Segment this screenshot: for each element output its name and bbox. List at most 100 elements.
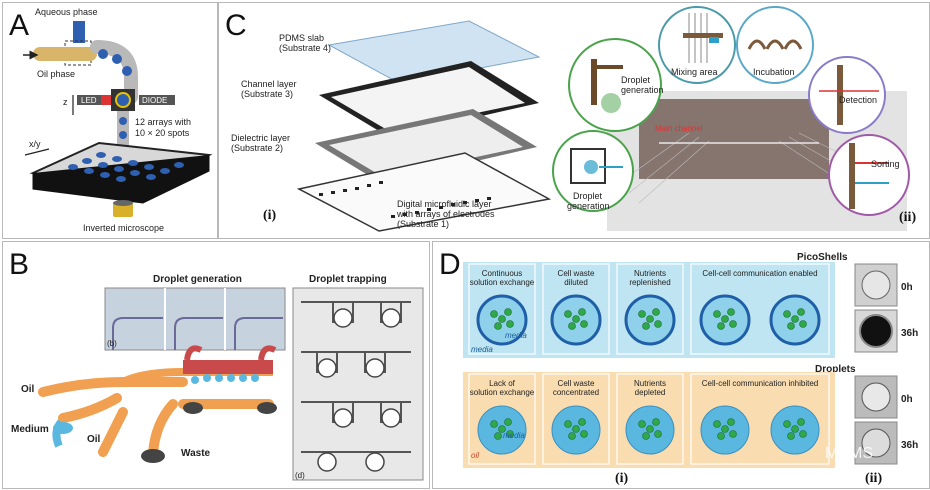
droplet-gen-label-4: generation <box>567 201 610 211</box>
cell <box>506 320 514 328</box>
cell <box>642 322 650 330</box>
condition-card <box>690 263 830 355</box>
condition-title-line1: Cell waste <box>558 379 595 388</box>
cell <box>578 418 586 426</box>
zoom-detection <box>808 56 886 134</box>
condition-card <box>690 373 830 465</box>
cell <box>791 425 799 433</box>
picoshells-title: PicoShells <box>797 252 848 263</box>
mixing-area-label: Mixing area <box>671 67 718 77</box>
condition-card <box>468 373 536 465</box>
cell <box>580 320 588 328</box>
panel-b-figure: B Droplet generation Droplet trapping (b… <box>9 248 424 481</box>
cell <box>638 310 646 318</box>
zoom-sorting <box>828 134 910 216</box>
condition-card <box>542 263 610 355</box>
incubation-label: Incubation <box>753 67 795 77</box>
junction-box <box>64 40 92 66</box>
detection-label: Detection <box>839 95 877 105</box>
xy-label: x/y <box>29 139 41 149</box>
cell <box>568 322 576 330</box>
condition-card <box>616 373 684 465</box>
cell <box>490 420 498 428</box>
droplet-generation-title: Droplet generation <box>153 274 242 285</box>
cell <box>727 308 735 316</box>
panel-d-letter: D <box>439 248 461 281</box>
subfig-d-label: (d) <box>295 471 305 480</box>
cell <box>721 425 729 433</box>
panel-a: A Aqueous phase Oil phase LED DIODE z 12… <box>2 2 218 239</box>
cell <box>654 430 662 438</box>
channel-label-2: (Substrate 3) <box>241 89 293 99</box>
media-droplet-label: media <box>503 431 525 440</box>
condition-title-line2: solution exchange <box>470 388 535 397</box>
watermark-text: MEMS <box>825 445 873 462</box>
cell <box>717 432 725 440</box>
sorting-label: Sorting <box>871 159 900 169</box>
droplet-gen-label-3: Droplet <box>573 191 603 201</box>
condition-title-line1: Continuous <box>482 269 522 278</box>
cell <box>494 322 502 330</box>
oil-tube <box>33 47 97 61</box>
condition-title-line1: Nutrients <box>634 269 666 278</box>
cell <box>799 320 807 328</box>
oil-label-1: Oil <box>21 384 35 395</box>
dielectric-label-1: Dielectric layer <box>231 133 290 143</box>
objective <box>113 203 133 217</box>
media-outside-label: media <box>471 345 493 354</box>
cell <box>498 425 506 433</box>
cell <box>721 315 729 323</box>
pdms-slab <box>327 20 541 84</box>
condition-card <box>542 373 610 465</box>
channel-label-1: Channel layer <box>241 79 297 89</box>
cell <box>642 432 650 440</box>
electrode-dots <box>319 181 491 218</box>
cell <box>578 308 586 316</box>
cell <box>646 315 654 323</box>
cell <box>564 310 572 318</box>
cell <box>572 425 580 433</box>
cell <box>490 310 498 318</box>
cell <box>783 310 791 318</box>
cell <box>572 315 580 323</box>
arrays-label-2: 10 × 20 spots <box>135 128 190 138</box>
cell <box>791 315 799 323</box>
orange-chip <box>38 345 277 463</box>
cell <box>568 432 576 440</box>
time-36h-b: 36h <box>901 440 918 451</box>
cell <box>580 430 588 438</box>
cell <box>799 430 807 438</box>
condition-title-line1: Cell-cell communication enabled <box>702 269 817 278</box>
panel-d-figure: D PicoShells Droplets Continuoussolution… <box>439 248 918 486</box>
cell <box>787 432 795 440</box>
panel-d-roman-i: (i) <box>615 471 629 486</box>
cell <box>729 430 737 438</box>
cell <box>713 310 721 318</box>
zoom-incubation <box>736 6 814 84</box>
panel-c: C PDMS slab (Substrate 4) Channel layer … <box>218 2 930 239</box>
panel-c-roman-ii: (ii) <box>899 210 916 225</box>
condition-title-line1: Lack of <box>489 379 516 388</box>
aqueous-phase-label: Aqueous phase <box>35 7 98 17</box>
cell <box>797 418 805 426</box>
cell <box>783 420 791 428</box>
panel-d-roman-ii: (ii) <box>865 471 882 486</box>
diode-box <box>139 95 175 105</box>
led-box <box>77 95 107 105</box>
medium-label: Medium <box>11 424 49 435</box>
condition-title-line2: diluted <box>564 278 588 287</box>
main-channel-label: Main channel <box>655 124 703 133</box>
plate-spots <box>68 152 184 182</box>
cell <box>652 418 660 426</box>
inverted-microscope-label: Inverted microscope <box>83 223 164 233</box>
time-0h-a: 0h <box>901 282 913 293</box>
cell <box>727 418 735 426</box>
cell <box>729 320 737 328</box>
arrays-label-1: 12 arrays with <box>135 117 191 127</box>
trapped-droplets <box>317 308 401 472</box>
oil-label-2: Oil <box>87 434 101 445</box>
panel-b-letter: B <box>9 248 29 281</box>
droplet-gen-label-2: generation <box>621 85 664 95</box>
bent-tube <box>90 40 138 104</box>
digital-label-1: Digital microfluidic layer <box>397 199 492 209</box>
